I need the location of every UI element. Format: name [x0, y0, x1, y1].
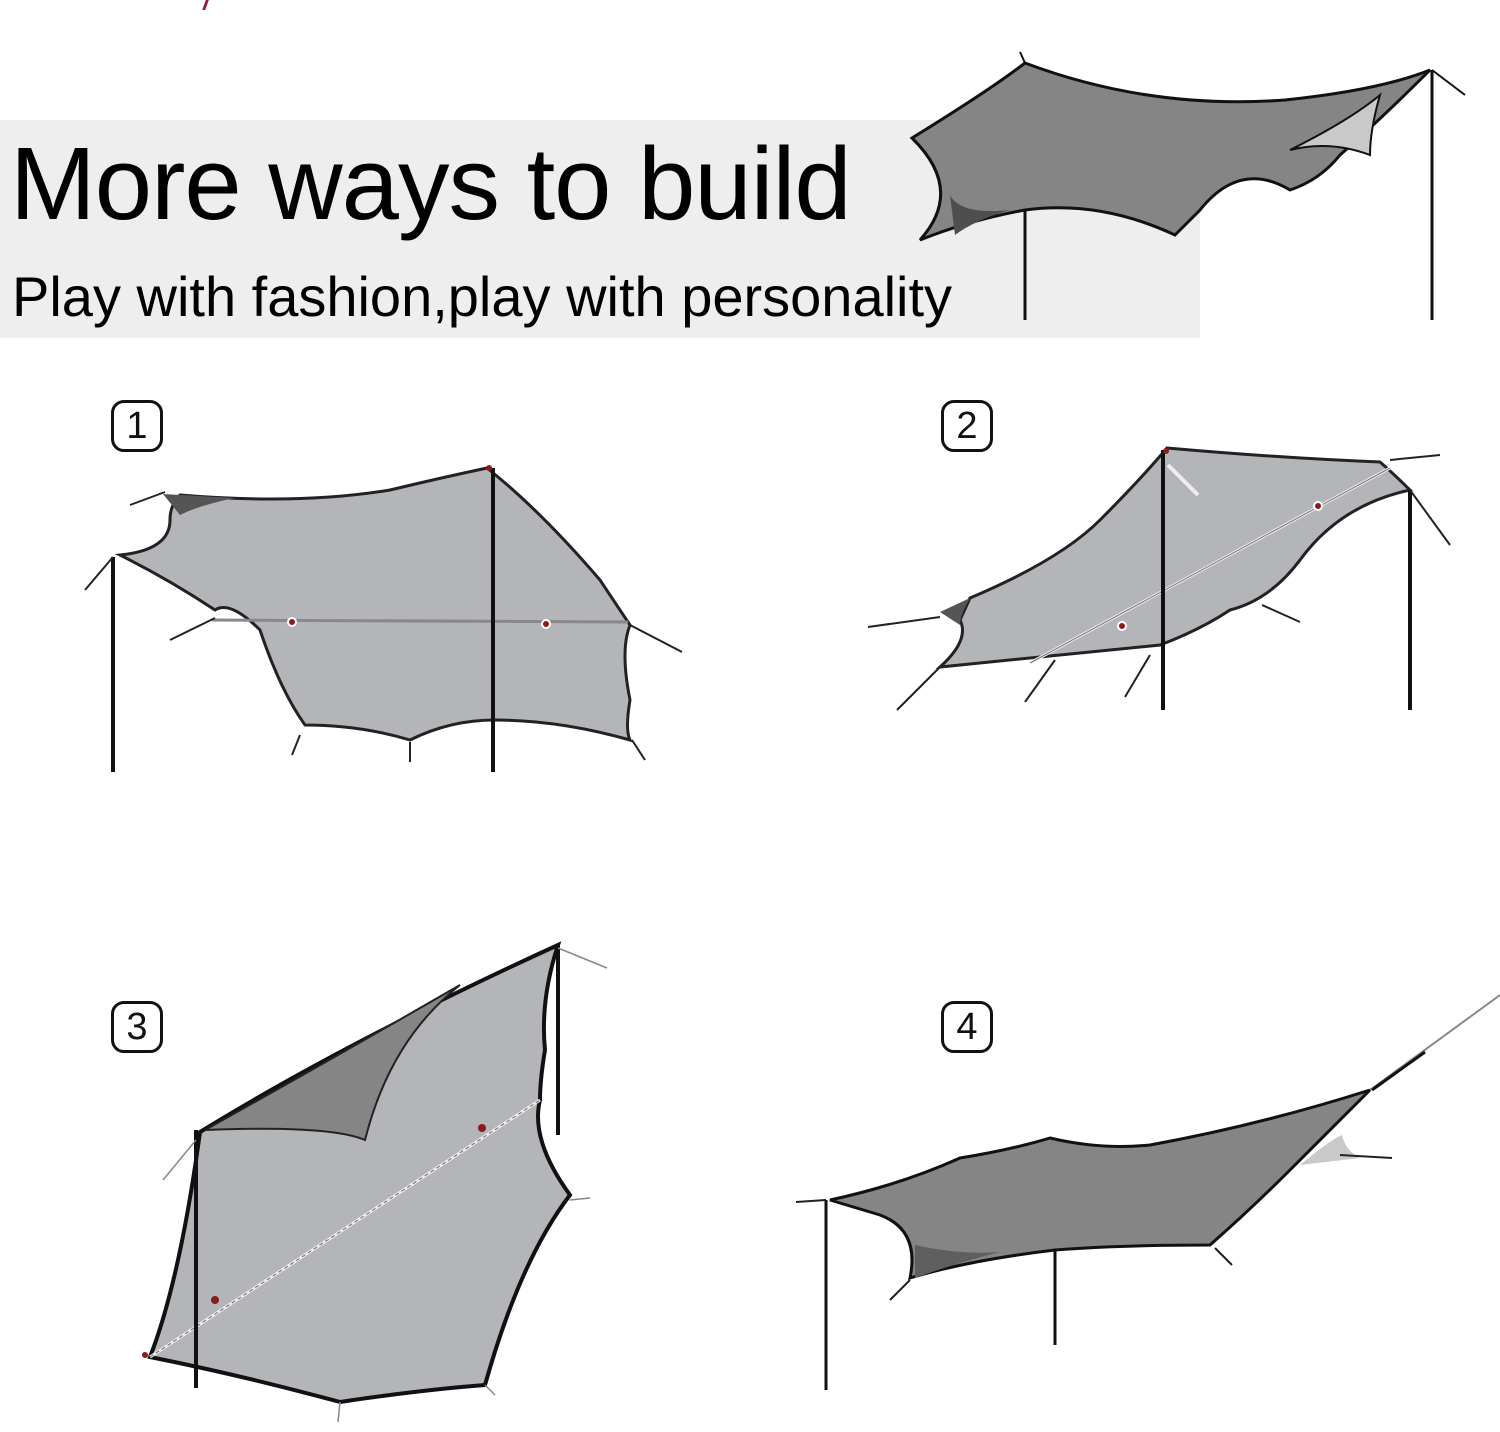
page-subtitle: Play with fashion,play with personality	[12, 265, 953, 328]
setup-one-number-badge: 1	[111, 400, 163, 452]
setup-four-number-badge: 4	[941, 1001, 993, 1053]
setup-three-number-badge: 3	[111, 1001, 163, 1053]
setup-two-number-badge: 2	[941, 400, 993, 452]
setup-two-illustration	[867, 446, 1451, 711]
setup-one-illustration	[84, 465, 683, 772]
setup-three-illustration	[142, 941, 608, 1423]
header-tarp-illustration	[909, 51, 1466, 320]
page-title: More ways to build	[10, 126, 852, 241]
setup-four-illustration	[795, 994, 1500, 1390]
